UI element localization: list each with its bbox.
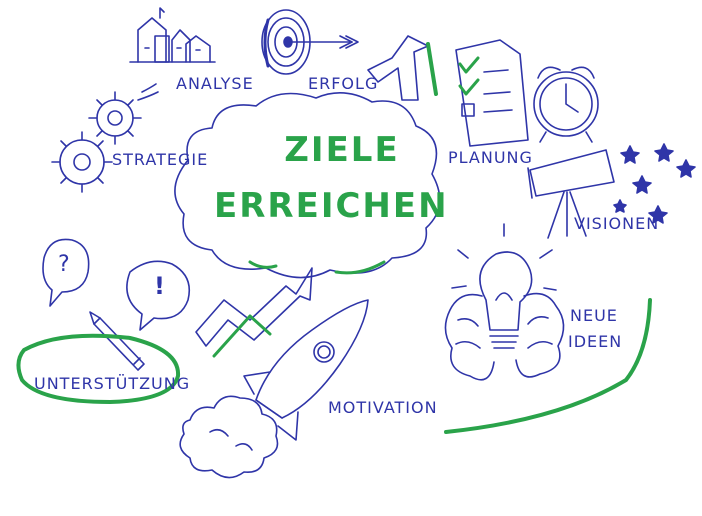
label-analyse: ANALYSE [176, 74, 254, 93]
question-mark-glyph: ? [58, 252, 71, 277]
speech-bubble-icon [43, 239, 189, 330]
cloud-icon [175, 93, 440, 278]
stars-icon [614, 144, 695, 223]
exclamation-mark-glyph: ! [154, 272, 166, 300]
green-underline-ideas [446, 300, 650, 432]
label-ideen: IDEEN [568, 332, 623, 351]
label-erfolg: ERFOLG [308, 74, 379, 93]
label-neue: NEUE [570, 306, 618, 325]
checklist-icon [456, 40, 528, 146]
pencil-icon [90, 312, 144, 370]
target-icon [262, 10, 358, 74]
label-planung: PLANUNG [448, 148, 533, 167]
lightbulb-icon [452, 224, 556, 348]
brain-icon [445, 294, 563, 380]
gears-icon [52, 84, 158, 192]
label-unterstuetzung: UNTERSTÜTZUNG [34, 374, 191, 393]
label-visionen: VISIONEN [574, 214, 660, 233]
arrow-icon [368, 36, 436, 100]
label-motivation: MOTIVATION [328, 398, 438, 417]
zigzag-arrow [196, 268, 312, 356]
buildings-icon [130, 8, 215, 62]
title-line-2: ERREICHEN [214, 186, 449, 226]
telescope-icon [528, 150, 614, 238]
label-strategie: STRATEGIE [112, 150, 209, 169]
rocket-icon [180, 300, 368, 478]
alarm-clock-icon [534, 67, 598, 142]
green-ring-support [18, 336, 178, 402]
title-line-1: ZIELE [284, 130, 400, 170]
